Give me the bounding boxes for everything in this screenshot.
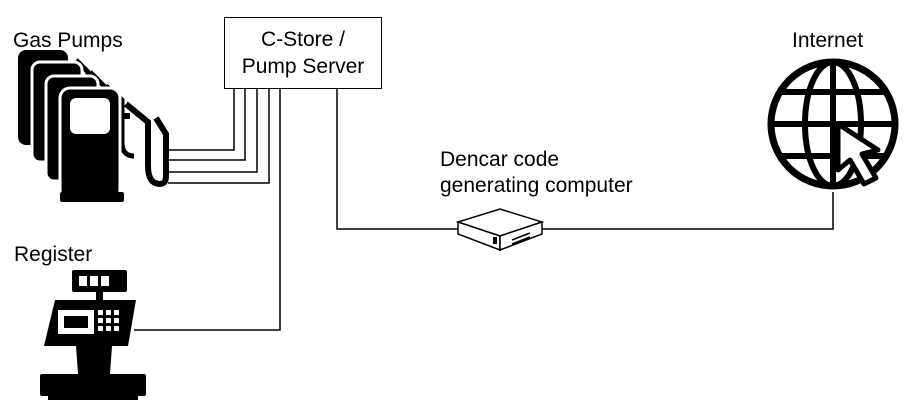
gas-pumps-label: Gas Pumps — [13, 29, 123, 52]
server-label-line2: Pump Server — [241, 55, 365, 78]
pump-wire-2 — [168, 89, 246, 161]
cash-register-icon — [40, 270, 146, 400]
pump-wire-3 — [168, 89, 258, 173]
register-server-connection — [134, 89, 281, 331]
mini-pc-icon — [455, 208, 545, 252]
pump-wire-4 — [168, 89, 270, 184]
pump-server-connections — [168, 89, 270, 184]
pump-wire-1 — [168, 89, 235, 151]
globe-cursor-icon — [767, 58, 899, 190]
gas-pump-icon — [18, 50, 169, 202]
register-label: Register — [14, 243, 93, 266]
dencar-label-line2: generating computer — [440, 174, 633, 197]
internet-label: Internet — [792, 29, 864, 52]
server-node: C-Store / Pump Server — [224, 17, 382, 89]
server-label-line1: C-Store / — [260, 28, 346, 51]
dencar-internet-connection — [540, 192, 834, 230]
dencar-label: Dencar code generating computer — [440, 147, 633, 199]
dencar-label-line1: Dencar code — [440, 148, 560, 171]
server-dencar-connection — [336, 89, 458, 230]
